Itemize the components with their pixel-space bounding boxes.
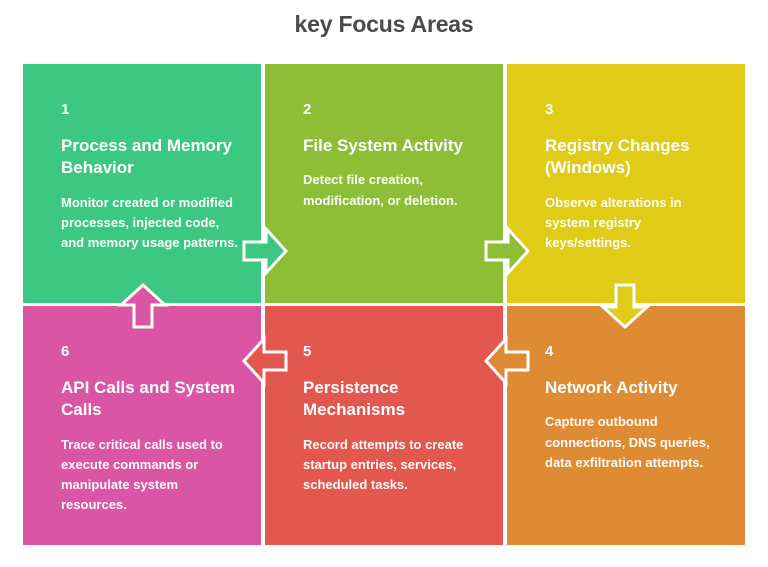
focus-area-card-1[interactable]: 1 Process and Memory Behavior Monitor cr… xyxy=(23,64,261,303)
focus-area-card-2[interactable]: 2 File System Activity Detect file creat… xyxy=(265,64,503,303)
card-number: 4 xyxy=(545,343,554,360)
card-body: Trace critical calls used to execute com… xyxy=(61,436,223,513)
card-heading: API Calls and System Calls xyxy=(61,378,235,420)
card-heading: Registry Changes (Windows) xyxy=(545,136,690,178)
card-number: 2 xyxy=(303,101,312,118)
card-body: Record attempts to create startup entrie… xyxy=(303,436,464,493)
focus-area-card-6[interactable]: 6 API Calls and System Calls Trace criti… xyxy=(23,306,261,545)
card-number: 5 xyxy=(303,343,312,360)
card-number: 3 xyxy=(545,101,554,118)
card-heading: File System Activity xyxy=(303,136,463,155)
card-body: Monitor created or modified processes, i… xyxy=(61,194,238,251)
card-heading: Process and Memory Behavior xyxy=(61,136,233,178)
card-body: Detect file creation, modification, or d… xyxy=(303,172,458,208)
focus-area-card-3[interactable]: 3 Registry Changes (Windows) Observe alt… xyxy=(507,64,745,303)
card-heading: Network Activity xyxy=(545,378,678,397)
card-number: 6 xyxy=(61,343,70,360)
focus-areas-grid: 1 Process and Memory Behavior Monitor cr… xyxy=(23,64,745,545)
card-heading: Persistence Mechanisms xyxy=(303,378,406,420)
card-body: Capture outbound connections, DNS querie… xyxy=(545,414,710,470)
page-title: key Focus Areas xyxy=(294,11,474,37)
card-number: 1 xyxy=(61,101,70,118)
focus-area-card-5[interactable]: 5 Persistence Mechanisms Record attempts… xyxy=(265,306,503,545)
card-body: Observe alterations in system registry k… xyxy=(545,194,682,251)
focus-area-card-4[interactable]: 4 Network Activity Capture outbound conn… xyxy=(507,306,745,545)
